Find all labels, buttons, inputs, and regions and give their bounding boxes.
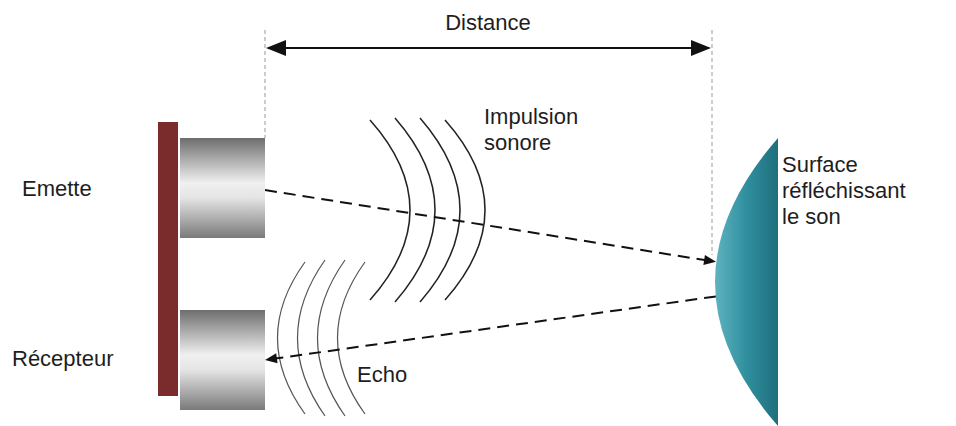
extension-line (265, 30, 266, 138)
component-label: Emette (22, 176, 92, 202)
component-label: Surface réfléchissant le son (782, 152, 922, 230)
surface-shape (712, 138, 778, 426)
transducer-shape (180, 310, 265, 410)
wave-label: Impulsion sonore (484, 104, 634, 156)
wave-label: Echo (357, 362, 407, 388)
transducer-shape (180, 138, 265, 238)
reflecting-surface: Surface réfléchissant le son (712, 138, 778, 426)
echo-waves (278, 260, 366, 416)
dimension-label: Distance (445, 10, 531, 36)
mounting-bar (158, 122, 178, 396)
emitter-box: Emette (180, 138, 265, 238)
dimension-arrow (268, 47, 709, 49)
signal-path (265, 190, 716, 265)
component-label: Récepteur (12, 346, 114, 372)
extension-line (712, 30, 713, 255)
receiver-box: Récepteur (180, 310, 265, 410)
signal-path (265, 296, 716, 363)
